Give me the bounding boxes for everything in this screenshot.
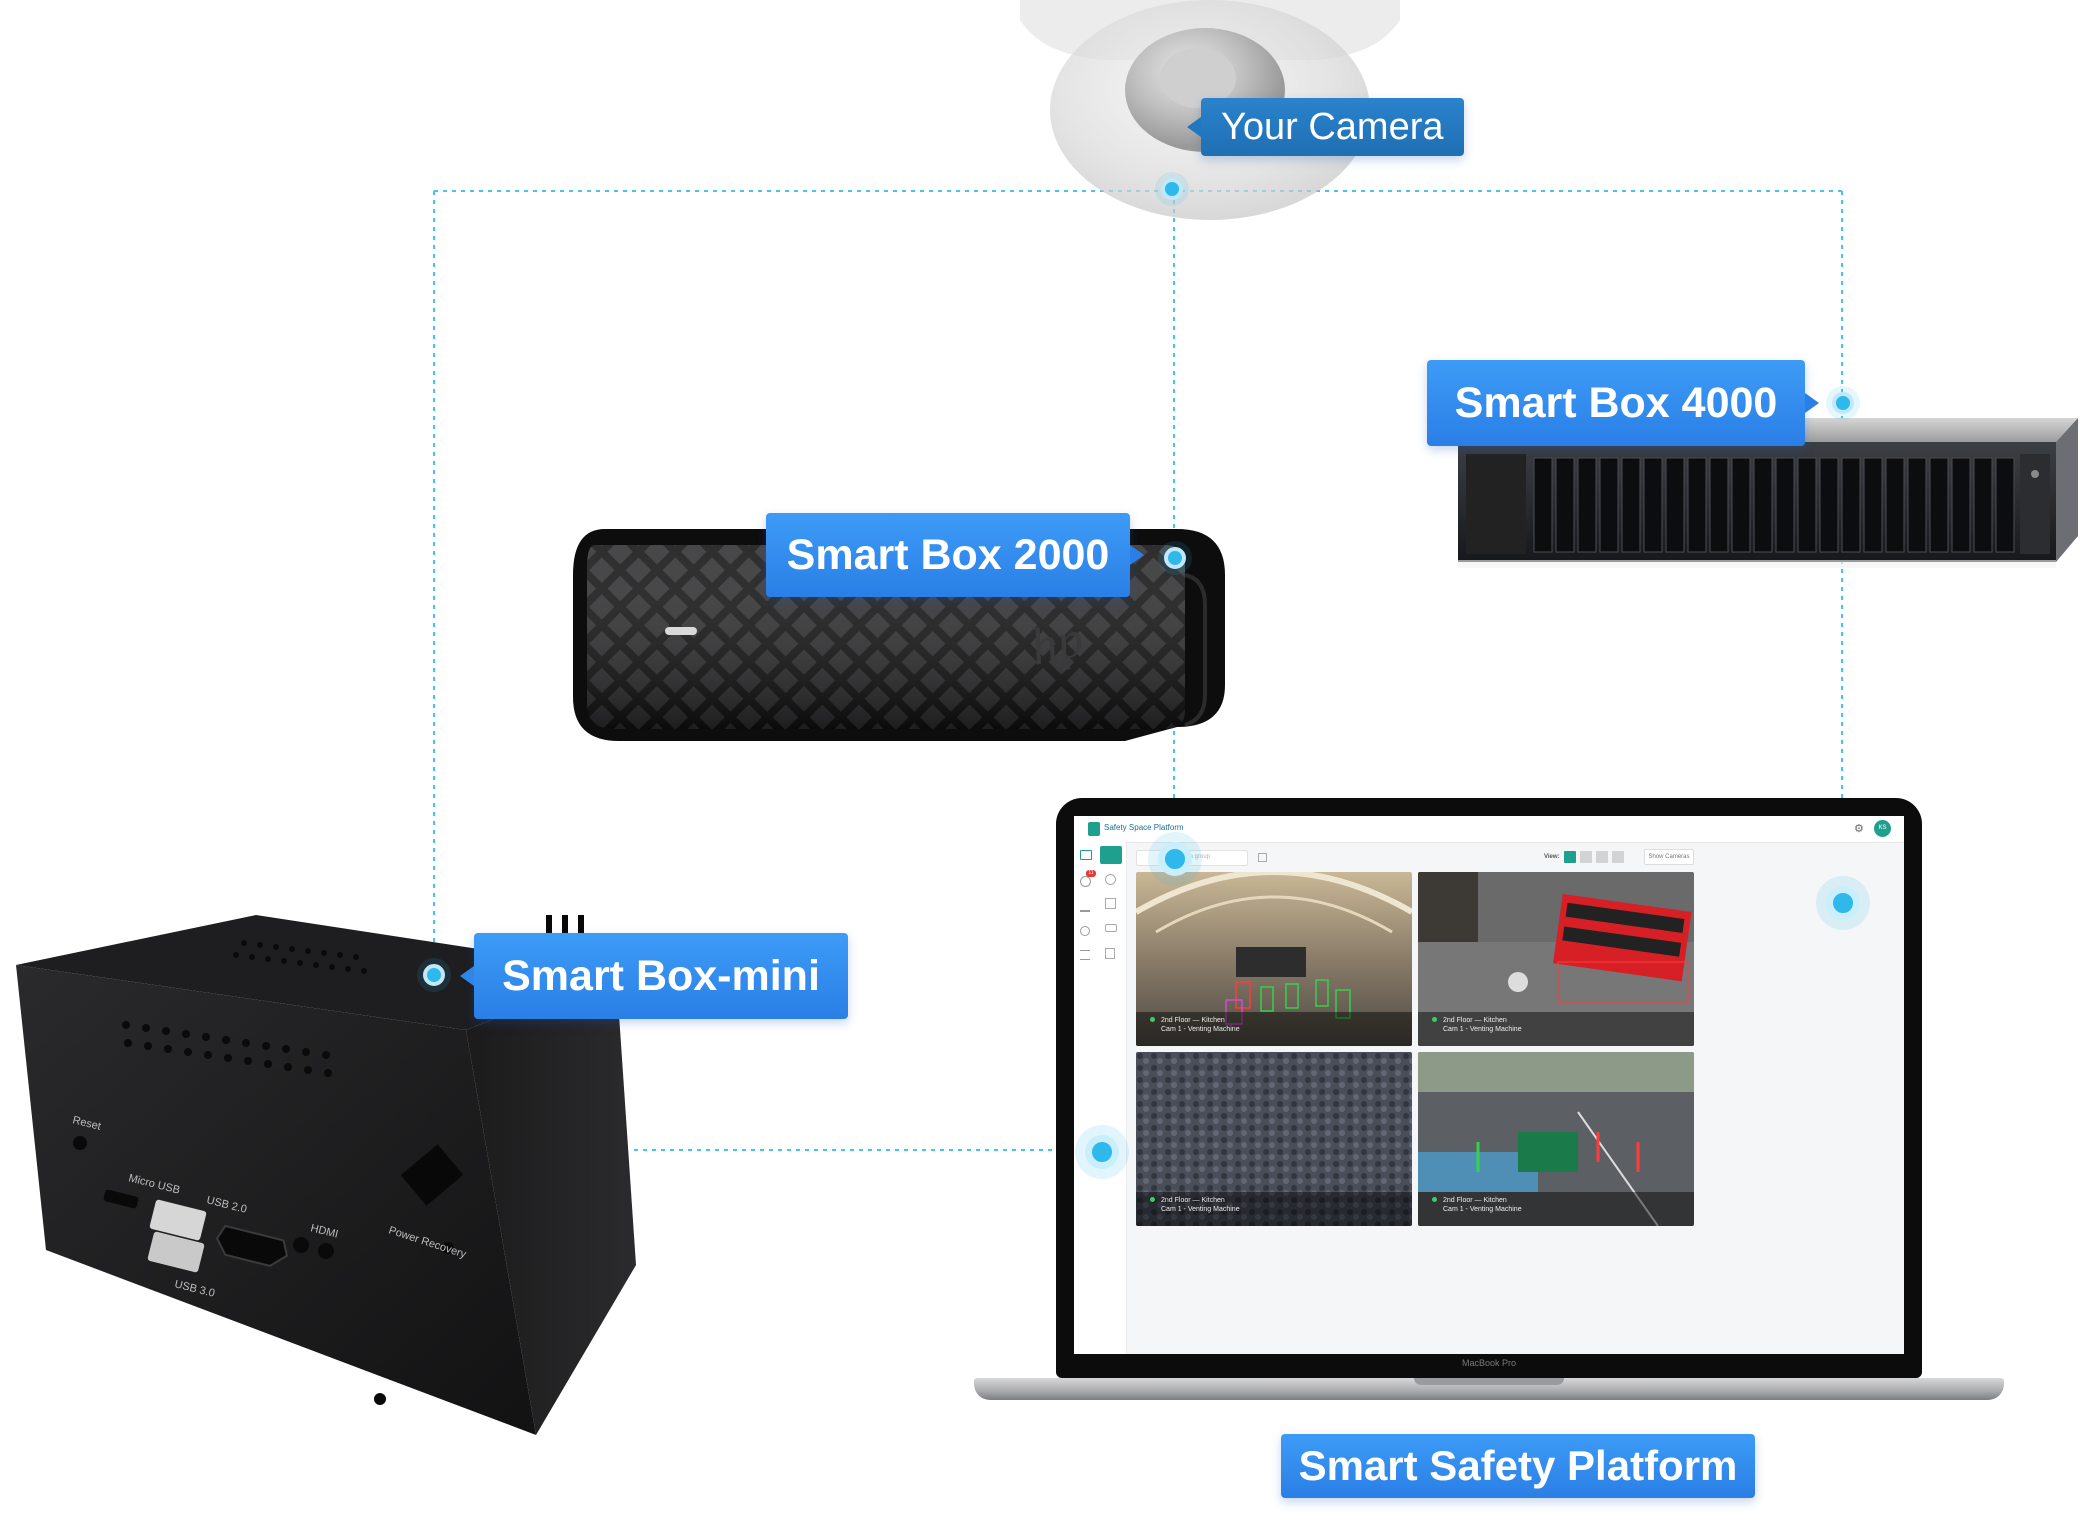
tile-3-name: 2nd Floor — Kitchen bbox=[1161, 1197, 1225, 1204]
view-3x3-button[interactable] bbox=[1596, 851, 1608, 863]
factory-icon[interactable] bbox=[1080, 902, 1090, 912]
alerts-badge: 11 bbox=[1086, 870, 1096, 877]
camera-group-input[interactable]: camera group bbox=[1136, 850, 1248, 866]
tile-1-sub: Cam 1 - Venting Machine bbox=[1161, 1026, 1240, 1033]
clock-icon[interactable] bbox=[1105, 874, 1116, 885]
laptop-notch bbox=[1414, 1378, 1564, 1385]
boxmini-connector-dot bbox=[423, 964, 445, 986]
scan-icon[interactable] bbox=[1105, 898, 1116, 909]
tile-2-sub: Cam 1 - Venting Machine bbox=[1443, 1026, 1522, 1033]
smart-box-4000-image bbox=[1458, 410, 2078, 570]
box4000-connector-dot bbox=[1832, 392, 1854, 414]
list-icon[interactable] bbox=[1080, 950, 1090, 960]
smart-safety-platform-label: Smart Safety Platform bbox=[1281, 1434, 1755, 1498]
laptop-brand: MacBook Pro bbox=[1461, 1358, 1517, 1368]
gear-icon[interactable]: ⚙ bbox=[1854, 823, 1864, 835]
tile-2-name: 2nd Floor — Kitchen bbox=[1443, 1017, 1507, 1024]
car-icon[interactable] bbox=[1105, 924, 1117, 932]
platform-input-dot-3 bbox=[1085, 1135, 1119, 1169]
app-logo-icon bbox=[1088, 822, 1100, 836]
your-camera-label: Your Camera bbox=[1187, 98, 1464, 156]
view-4x4-button[interactable] bbox=[1612, 851, 1624, 863]
tile-4-sub: Cam 1 - Venting Machine bbox=[1443, 1206, 1522, 1213]
camera-connector-dot bbox=[1161, 178, 1183, 200]
doc-icon[interactable] bbox=[1105, 948, 1115, 959]
laptop-base bbox=[974, 1378, 2004, 1400]
show-cameras-button[interactable]: Show Cameras bbox=[1644, 849, 1694, 865]
search-nav-icon[interactable] bbox=[1080, 926, 1090, 936]
app-title: Safety Space Platform bbox=[1104, 823, 1184, 832]
svg-text:hp: hp bbox=[1026, 610, 1089, 677]
smart-box-2000-label: Smart Box 2000 bbox=[766, 513, 1144, 597]
flag-icon[interactable] bbox=[1080, 850, 1092, 860]
smart-box-mini-image: Reset Micro USB USB 2.0 USB 3.0 HDMI Pow… bbox=[16, 812, 640, 1445]
alerts-icon[interactable] bbox=[1080, 876, 1091, 887]
platform-input-dot-1 bbox=[1158, 842, 1192, 876]
avatar[interactable]: KS bbox=[1874, 820, 1891, 837]
tile-4-name: 2nd Floor — Kitchen bbox=[1443, 1197, 1507, 1204]
app-top-bar: Safety Space Platform ⚙ KS bbox=[1074, 816, 1904, 843]
laptop: Safety Space Platform ⚙ KS 11 camera gro… bbox=[974, 798, 2004, 1410]
smart-box-mini-label: Smart Box-mini bbox=[460, 933, 848, 1019]
left-nav: 11 bbox=[1074, 842, 1097, 1354]
save-icon[interactable] bbox=[1258, 853, 1267, 862]
smart-box-4000-label: Smart Box 4000 bbox=[1427, 360, 1819, 446]
view-label: View: bbox=[1544, 854, 1560, 860]
laptop-screen: Safety Space Platform ⚙ KS 11 camera gro… bbox=[1074, 816, 1904, 1354]
bell-nav-button[interactable] bbox=[1100, 846, 1122, 864]
platform-input-dot-2 bbox=[1826, 886, 1860, 920]
tile-1-name: 2nd Floor — Kitchen bbox=[1161, 1017, 1225, 1024]
tile-3-sub: Cam 1 - Venting Machine bbox=[1161, 1206, 1240, 1213]
box2000-connector-dot bbox=[1164, 547, 1186, 569]
view-2x2-button[interactable] bbox=[1580, 851, 1592, 863]
secondary-nav bbox=[1096, 842, 1127, 1354]
view-1x1-button[interactable] bbox=[1564, 851, 1576, 863]
